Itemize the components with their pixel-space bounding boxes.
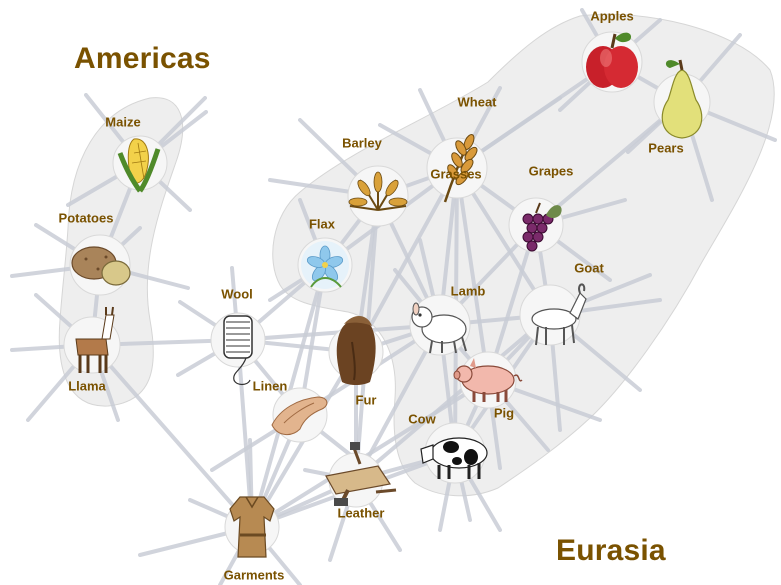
node-label-cow: Cow [408, 411, 436, 427]
flax-flower-icon [301, 241, 349, 289]
corn-icon [117, 138, 161, 193]
node-label-goat: Goat [574, 260, 604, 276]
node-label-llama: Llama [68, 378, 106, 394]
node-label-flax: Flax [308, 216, 336, 232]
region-title-americas: Americas [74, 42, 211, 75]
node-label-maize: Maize [105, 114, 141, 130]
connection-llama-garments [90, 343, 254, 529]
node-label-lamb: Lamb [450, 283, 486, 299]
wool-spool-icon [223, 315, 253, 386]
lamb-icon [411, 302, 467, 354]
node-label-garments: Garments [223, 567, 285, 583]
connection-goat-leather [354, 313, 552, 482]
node-label-leather: Leather [337, 505, 385, 521]
potato-icon [71, 246, 131, 286]
node-label-pig: Pig [493, 405, 515, 421]
wheat-icon [443, 134, 478, 203]
connection-pig-garments [250, 378, 490, 529]
region-title-eurasia: Eurasia [556, 534, 666, 567]
node-label-barley: Barley [342, 135, 382, 151]
node-label-grasses: Grasses [430, 166, 482, 182]
fur-pelt-icon [336, 315, 376, 385]
cow-icon [420, 437, 488, 479]
leather-tools-icon [325, 442, 397, 506]
grapes-icon [522, 202, 562, 252]
connection-wheat-fur [354, 166, 459, 354]
node-label-grapes: Grapes [528, 163, 574, 179]
pig-icon [453, 358, 523, 402]
node-label-linen: Linen [252, 378, 288, 394]
tunic-icon [229, 496, 275, 558]
node-label-fur: Fur [355, 392, 377, 408]
node-label-wool: Wool [221, 286, 253, 302]
node-label-pears: Pears [648, 140, 684, 156]
llama-icon [75, 306, 115, 373]
barley-icon [348, 171, 408, 211]
connection-wheat-pig [455, 166, 490, 382]
goat-icon [531, 283, 587, 346]
apple-icon [586, 32, 638, 88]
node-label-potatoes: Potatoes [58, 210, 114, 226]
node-label-wheat: Wheat [457, 94, 497, 110]
pear-icon [661, 59, 703, 139]
linen-cloth-icon [271, 396, 328, 435]
node-label-apples: Apples [590, 8, 634, 24]
